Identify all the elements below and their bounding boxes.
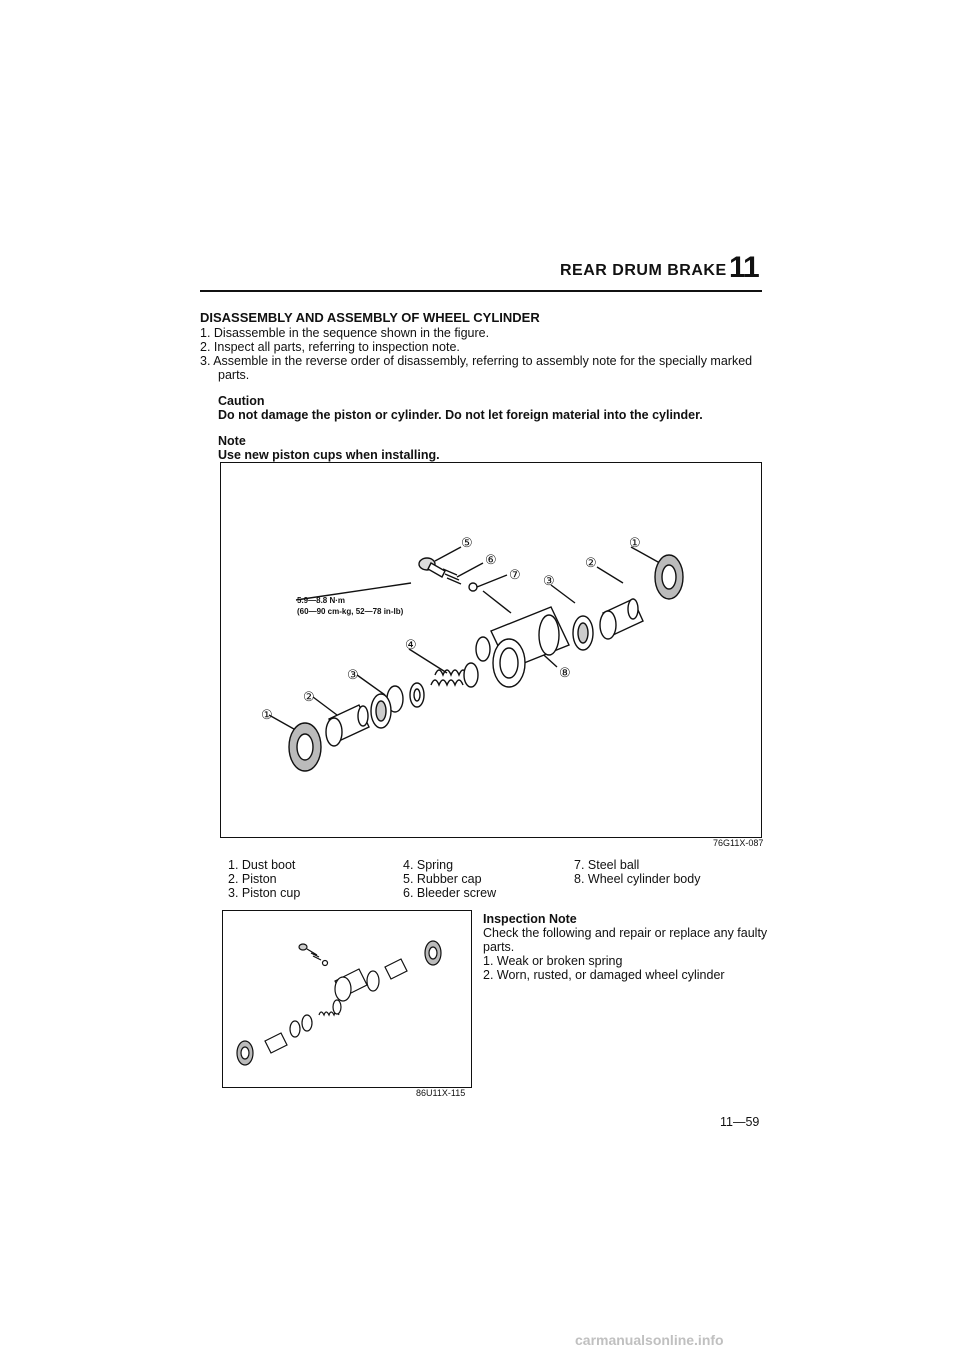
wheel-cylinder-exploded-drawing: ⑤ ⑥ ⑦ ① ② ③ ④ ③ ② ① ⑧ 5.9—8.8 N·m (60—90… bbox=[261, 535, 684, 772]
watermark: carmanualsonline.info bbox=[575, 1332, 724, 1348]
legend-item-6: 6. Bleeder screw bbox=[403, 886, 497, 900]
figure-1-code: 76G11X-087 bbox=[713, 838, 764, 848]
callout-3-right: ③ bbox=[543, 573, 555, 588]
callout-7: ⑦ bbox=[509, 567, 521, 582]
callout-4: ④ bbox=[405, 637, 417, 652]
legend-item-1: 1. Dust boot bbox=[228, 858, 296, 872]
caution-text: Do not damage the piston or cylinder. Do… bbox=[218, 408, 703, 422]
legend-item-4: 4. Spring bbox=[403, 858, 454, 872]
section-title: DISASSEMBLY AND ASSEMBLY OF WHEEL CYLIND… bbox=[200, 310, 540, 325]
legend-item-5: 5. Rubber cap bbox=[403, 872, 482, 886]
torque-spec-nm: 5.9—8.8 N·m bbox=[297, 596, 345, 605]
step-3-continued: parts. bbox=[218, 368, 250, 382]
caution-heading: Caution bbox=[218, 394, 265, 408]
callout-5: ⑤ bbox=[461, 535, 473, 550]
note-text: Use new piston cups when installing. bbox=[218, 448, 440, 462]
inspection-item-1: 1. Weak or broken spring bbox=[483, 954, 623, 968]
callout-6: ⑥ bbox=[485, 552, 497, 567]
inspection-intro-line-2: parts. bbox=[483, 940, 515, 954]
callout-3-left: ③ bbox=[347, 667, 359, 682]
legend-item-3: 3. Piston cup bbox=[228, 886, 301, 900]
callout-2-left: ② bbox=[303, 689, 315, 704]
inspection-item-2: 2. Worn, rusted, or damaged wheel cylind… bbox=[483, 968, 725, 982]
note-heading: Note bbox=[218, 434, 246, 448]
exploded-view-figure: ⑤ ⑥ ⑦ ① ② ③ ④ ③ ② ① ⑧ 5.9—8.8 N·m (60—90… bbox=[220, 462, 762, 838]
inspection-intro-line-1: Check the following and repair or replac… bbox=[483, 926, 768, 940]
inspection-figure bbox=[222, 910, 472, 1088]
page-number: 11—59 bbox=[720, 1115, 760, 1129]
torque-spec-alt: (60—90 cm-kg, 52—78 in-lb) bbox=[297, 607, 404, 616]
legend-item-7: 7. Steel ball bbox=[574, 858, 640, 872]
wheel-cylinder-overview-drawing bbox=[236, 940, 442, 1066]
running-header-title: REAR DRUM BRAKE bbox=[560, 262, 727, 279]
step-3: 3. Assemble in the reverse order of disa… bbox=[200, 354, 753, 368]
figure-2-code: 86U11X-115 bbox=[416, 1088, 466, 1098]
callout-1-left: ① bbox=[261, 707, 273, 722]
step-1: 1. Disassemble in the sequence shown in … bbox=[200, 326, 490, 340]
chapter-number: 11 bbox=[729, 251, 760, 284]
header-rule bbox=[200, 290, 762, 292]
callout-8: ⑧ bbox=[559, 665, 571, 680]
inspection-heading: Inspection Note bbox=[483, 912, 577, 926]
callout-2-right: ② bbox=[585, 555, 597, 570]
callout-1-right: ① bbox=[629, 535, 641, 550]
legend-item-2: 2. Piston bbox=[228, 872, 277, 886]
legend-item-8: 8. Wheel cylinder body bbox=[574, 872, 701, 886]
step-2: 2. Inspect all parts, referring to inspe… bbox=[200, 340, 460, 354]
